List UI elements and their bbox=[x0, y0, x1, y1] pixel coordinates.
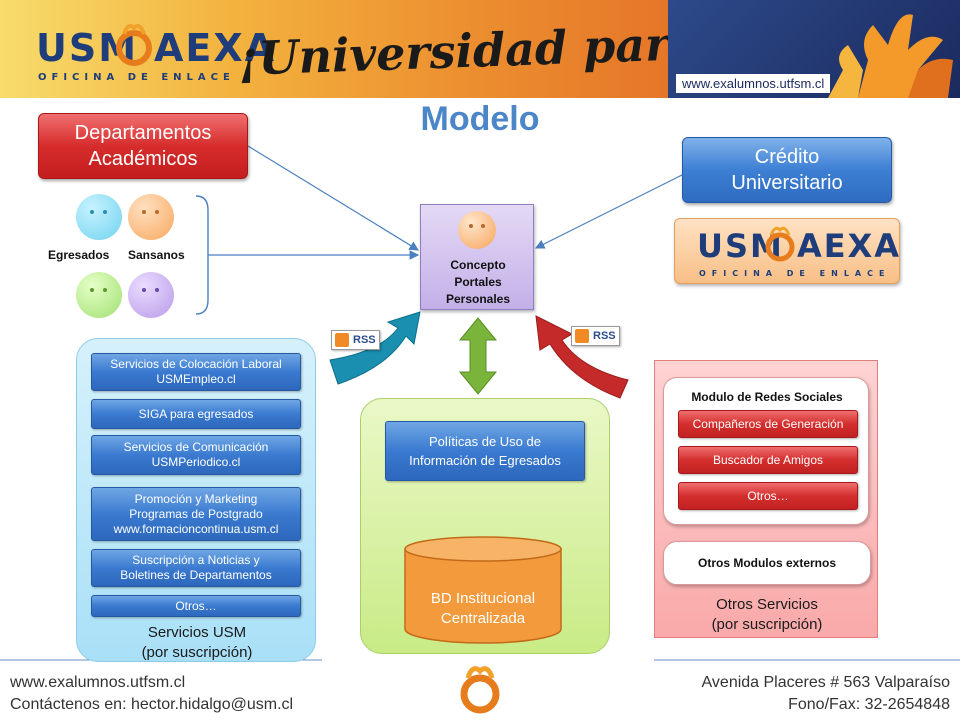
service-0-line1: Servicios de Colocación Laboral bbox=[110, 357, 282, 371]
rss-badge-right[interactable]: RSS bbox=[571, 326, 620, 346]
database-cylinder-icon bbox=[404, 536, 562, 644]
usm-aexa-logo-box: USM AEXA OFICINA DE ENLACE bbox=[674, 218, 900, 284]
service-4-line1: Suscripción a Noticias y bbox=[132, 553, 260, 567]
other-item-2: Otros… bbox=[747, 489, 789, 503]
policy-line2: Información de Egresados bbox=[409, 453, 561, 468]
right-logo-right: AEXA bbox=[797, 227, 902, 265]
servicios-usm-label2: (por suscripción) bbox=[141, 644, 253, 661]
header-banner-photo: www.exalumnos.utfsm.cl bbox=[668, 0, 960, 98]
credito-line2: Universitario bbox=[731, 172, 843, 194]
right-logo-emblem-icon bbox=[765, 226, 795, 262]
servicios-usm-label: Servicios USM (por suscripción) bbox=[77, 623, 317, 663]
rss-badge-left[interactable]: RSS bbox=[331, 330, 380, 350]
otros-servicios-panel: Modulo de Redes Sociales Compañeros de G… bbox=[654, 360, 878, 638]
rss-icon bbox=[335, 333, 349, 347]
service-4-line2: Boletines de Departamentos bbox=[120, 568, 272, 582]
other-item-0: Compañeros de Generación bbox=[692, 417, 844, 431]
concept-line1: Concepto bbox=[450, 258, 506, 272]
policy-line1: Políticas de Uso de bbox=[428, 434, 541, 449]
footer-contact[interactable]: Contáctenos en: hector.hidalgo@usm.cl bbox=[10, 696, 294, 713]
service-suscripcion-button[interactable]: Suscripción a Noticias y Boletines de De… bbox=[91, 549, 301, 587]
service-5-line1: Otros… bbox=[175, 598, 217, 613]
footer-url[interactable]: www.exalumnos.utfsm.cl bbox=[10, 674, 186, 691]
departamentos-line1: Departamentos bbox=[74, 122, 212, 144]
departamentos-academicos-button[interactable]: Departamentos Académicos bbox=[38, 113, 248, 179]
service-comunicacion-button[interactable]: Servicios de Comunicación USMPeriodico.c… bbox=[91, 435, 301, 475]
service-2-line2: USMPeriodico.cl bbox=[151, 455, 241, 469]
service-1-line1: SIGA para egresados bbox=[138, 406, 254, 421]
logo-right-text: AEXA bbox=[154, 26, 277, 70]
service-3-line3: www.formacioncontinua.usm.cl bbox=[113, 521, 279, 536]
face-blue-icon bbox=[76, 194, 122, 240]
otros-servicios-label2: (por suscripción) bbox=[711, 616, 823, 633]
servicios-usm-panel: Servicios de Colocación Laboral USMEmple… bbox=[76, 338, 316, 662]
db-line1: BD Institucional bbox=[430, 590, 536, 607]
otros-servicios-label1: Otros Servicios bbox=[716, 596, 818, 613]
egresados-label: Egresados bbox=[48, 248, 110, 262]
service-0-line2: USMEmpleo.cl bbox=[156, 372, 236, 386]
bd-institucional-panel: Políticas de Uso de Información de Egres… bbox=[360, 398, 610, 654]
servicios-usm-label1: Servicios USM bbox=[147, 624, 247, 641]
logo-subtitle: OFICINA DE ENLACE bbox=[38, 72, 235, 83]
concept-line3: Personales bbox=[445, 292, 511, 306]
footer-logo-icon bbox=[460, 666, 500, 714]
service-otros-button[interactable]: Otros… bbox=[91, 595, 301, 617]
otros-modulos-externos-button[interactable]: Otros Modulos externos bbox=[663, 541, 871, 585]
header-url[interactable]: www.exalumnos.utfsm.cl bbox=[676, 74, 831, 93]
service-3-line2: Programas de Postgrado bbox=[129, 506, 263, 521]
credito-universitario-button[interactable]: Crédito Universitario bbox=[682, 137, 892, 203]
footer-address: Avenida Placeres # 563 Valparaíso bbox=[701, 674, 950, 691]
buscador-amigos-button[interactable]: Buscador de Amigos bbox=[678, 446, 858, 474]
usm-aexa-logo: USM AEXA OFICINA DE ENLACE bbox=[36, 20, 274, 88]
footer-phone: Fono/Fax: 32-2654848 bbox=[788, 696, 950, 713]
concept-line2: Portales bbox=[454, 275, 502, 289]
politicas-uso-button[interactable]: Políticas de Uso de Información de Egres… bbox=[385, 421, 585, 481]
module-title: Modulo de Redes Sociales bbox=[691, 390, 843, 404]
sansanos-label: Sansanos bbox=[128, 248, 185, 262]
service-2-line1: Servicios de Comunicación bbox=[123, 440, 269, 454]
external-label: Otros Modulos externos bbox=[697, 556, 837, 570]
other-item-1: Buscador de Amigos bbox=[712, 453, 824, 467]
service-siga-button[interactable]: SIGA para egresados bbox=[91, 399, 301, 429]
credito-line1: Crédito bbox=[754, 146, 820, 168]
service-colocacion-button[interactable]: Servicios de Colocación Laboral USMEmple… bbox=[91, 353, 301, 391]
rss-left-label: RSS bbox=[353, 334, 376, 346]
service-3-line1: Promoción y Marketing bbox=[134, 491, 258, 506]
redes-sociales-module: Modulo de Redes Sociales Compañeros de G… bbox=[663, 377, 869, 525]
logo-emblem-icon bbox=[116, 24, 152, 66]
companeros-generacion-button[interactable]: Compañeros de Generación bbox=[678, 410, 858, 438]
hands-icon bbox=[828, 14, 953, 98]
face-orange-icon bbox=[128, 194, 174, 240]
header-banner: USM AEXA OFICINA DE ENLACE ¡Universidad … bbox=[0, 0, 960, 98]
service-promocion-button[interactable]: Promoción y Marketing Programas de Postg… bbox=[91, 487, 301, 541]
otros-modulos-button[interactable]: Otros… bbox=[678, 482, 858, 510]
db-label: BD Institucional Centralizada bbox=[403, 589, 563, 629]
face-purple-icon bbox=[128, 272, 174, 318]
face-green-icon bbox=[76, 272, 122, 318]
page-title: Modelo bbox=[420, 100, 540, 138]
rss-icon bbox=[575, 329, 589, 343]
concepto-portales-box[interactable]: Concepto Portales Personales bbox=[420, 204, 534, 310]
right-logo-sub: OFICINA DE ENLACE bbox=[699, 269, 891, 278]
otros-servicios-label: Otros Servicios (por suscripción) bbox=[655, 595, 879, 635]
face-concept-icon bbox=[458, 211, 496, 249]
departamentos-line2: Académicos bbox=[88, 148, 198, 170]
rss-right-label: RSS bbox=[593, 330, 616, 342]
db-line2: Centralizada bbox=[440, 610, 526, 627]
